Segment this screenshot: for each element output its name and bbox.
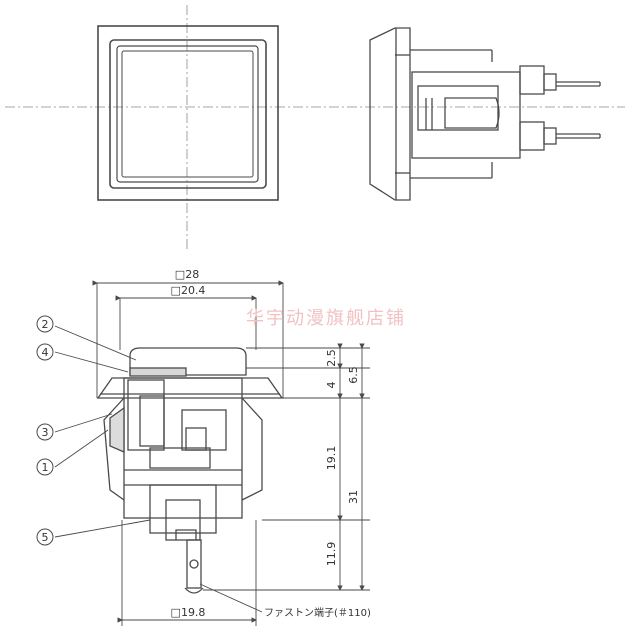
dimension-lines: [92, 280, 370, 626]
callout-5: 5: [36, 528, 54, 546]
dim-11-9: 11.9: [325, 542, 338, 567]
front-view: [97, 25, 279, 201]
dim-inner-width: □20.4: [171, 284, 206, 297]
dim-top-width: □28: [175, 268, 199, 281]
callout-2: 2: [36, 315, 54, 333]
svg-text:3: 3: [42, 426, 49, 439]
svg-text:5: 5: [42, 531, 49, 544]
callout-3: 3: [36, 423, 54, 441]
dim-bottom-width: □19.8: [171, 606, 206, 619]
svg-text:2: 2: [42, 318, 49, 331]
section-view: [96, 347, 284, 594]
callout-4: 4: [36, 343, 54, 361]
callout-leaders: [54, 325, 151, 538]
watermark: 华宇动漫旗舰店铺: [246, 308, 406, 329]
dim-2-5: 2.5: [325, 349, 338, 367]
terminal-note-leader: [199, 583, 263, 613]
dim-4: 4: [325, 382, 338, 389]
svg-text:4: 4: [42, 346, 49, 359]
callout-1: 1: [36, 458, 54, 476]
dim-31: 31: [347, 490, 360, 504]
callouts: 2 4 3 1 5: [36, 315, 54, 546]
svg-text:1: 1: [42, 461, 49, 474]
terminal-note: ファストン端子(＃110): [264, 606, 371, 619]
dim-6-5: 6.5: [347, 366, 360, 384]
dim-19-1: 19.1: [325, 446, 338, 471]
side-view: [369, 27, 601, 201]
